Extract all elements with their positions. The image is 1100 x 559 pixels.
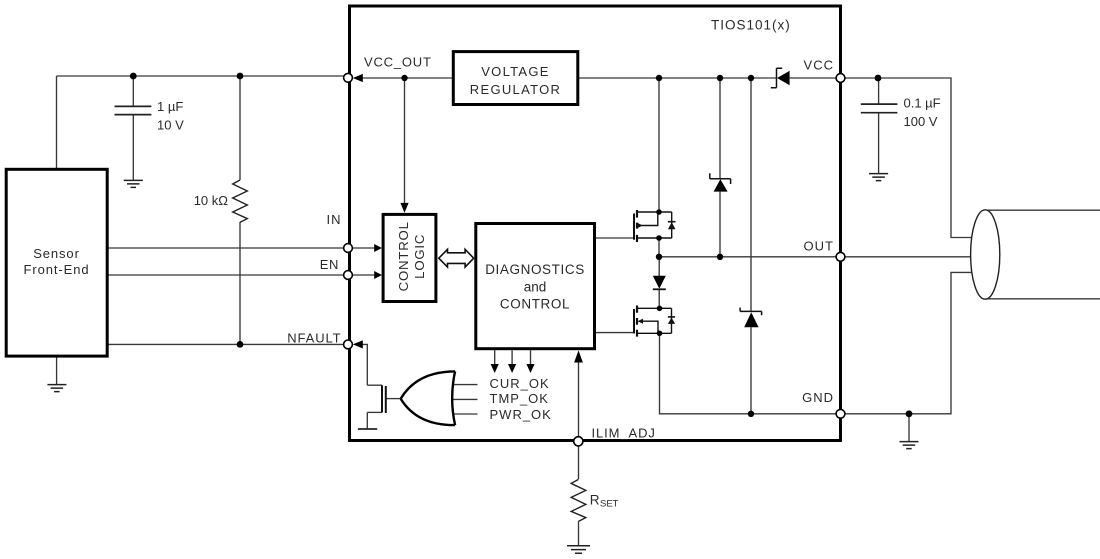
- svg-text:PWR_OK: PWR_OK: [490, 407, 552, 422]
- svg-text:VCC: VCC: [804, 58, 834, 73]
- svg-text:DIAGNOSTICS: DIAGNOSTICS: [485, 262, 585, 277]
- svg-text:NFAULT: NFAULT: [287, 331, 341, 346]
- svg-text:CONTROL: CONTROL: [500, 297, 570, 312]
- svg-text:R: R: [590, 493, 600, 508]
- svg-text:TIOS101(x): TIOS101(x): [711, 18, 791, 33]
- svg-text:EN: EN: [320, 257, 339, 272]
- svg-text:TMP_OK: TMP_OK: [490, 391, 549, 406]
- svg-text:LOGIC: LOGIC: [412, 234, 427, 279]
- svg-text:VCC_OUT: VCC_OUT: [364, 55, 432, 70]
- svg-text:Sensor: Sensor: [33, 246, 80, 261]
- svg-text:10 V: 10 V: [157, 118, 184, 133]
- svg-text:100 V: 100 V: [904, 114, 938, 129]
- svg-text:Front-End: Front-End: [24, 262, 90, 277]
- svg-text:OUT: OUT: [804, 239, 834, 254]
- svg-text:IN: IN: [327, 212, 342, 227]
- svg-text:VOLTAGE: VOLTAGE: [481, 64, 550, 79]
- svg-text:1 µF: 1 µF: [157, 99, 183, 114]
- svg-text:10 kΩ: 10 kΩ: [194, 193, 229, 208]
- svg-text:GND: GND: [802, 390, 834, 405]
- svg-text:CUR_OK: CUR_OK: [490, 376, 550, 391]
- svg-text:REGULATOR: REGULATOR: [470, 82, 561, 97]
- svg-text:0.1 µF: 0.1 µF: [904, 96, 941, 111]
- svg-text:and: and: [524, 280, 547, 295]
- svg-text:ILIM_ADJ: ILIM_ADJ: [592, 426, 656, 441]
- svg-text:SET: SET: [600, 499, 619, 510]
- svg-text:CONTROL: CONTROL: [396, 221, 411, 291]
